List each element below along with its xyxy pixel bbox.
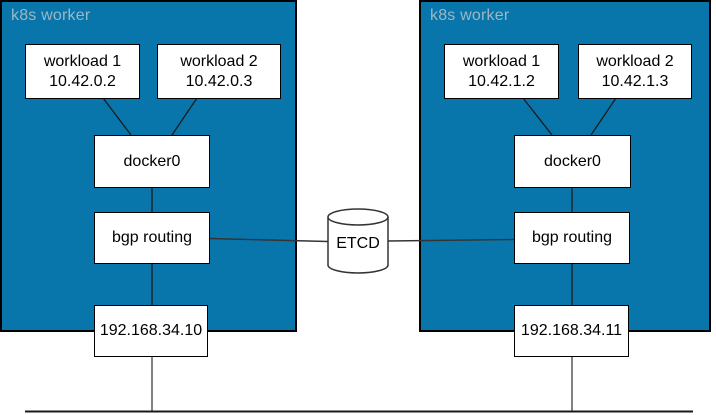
edge-workload1-docker0-right [522, 97, 553, 136]
workload2-name-right: workload 2 [596, 52, 674, 70]
bgp-routing-left: bgp routing [94, 212, 210, 264]
workload2-name-left: workload 2 [180, 52, 258, 70]
edge-workload2-docker0-right [590, 97, 617, 136]
workload2-ip-right: 10.42.1.3 [601, 72, 669, 90]
docker0-bridge-left: docker0 [94, 135, 210, 188]
workload1-name-left: workload 1 [43, 52, 122, 70]
bgp-routing-right: bgp routing [514, 212, 630, 264]
etcd-database-icon: ETCD [327, 208, 389, 274]
host-ip-right: 192.168.34.11 [514, 305, 629, 357]
workload1-node-right: workload 1 10.42.1.2 [444, 44, 559, 99]
worker-label-left: k8s worker [11, 7, 91, 24]
host-ip-label-left: 192.168.34.10 [99, 322, 203, 339]
workload2-node-left: workload 2 10.42.0.3 [157, 44, 281, 99]
workload2-node-right: workload 2 10.42.1.3 [578, 44, 692, 99]
bgp-label-left: bgp routing [111, 229, 193, 246]
edge-workload2-docker0-left [171, 97, 198, 136]
host-ip-left: 192.168.34.10 [94, 305, 208, 357]
edge-bgp-etcd-left [209, 237, 329, 243]
workload1-ip-left: 10.42.0.2 [49, 72, 116, 90]
host-ip-label-right: 192.168.34.11 [520, 322, 623, 339]
workload1-node-left: workload 1 10.42.0.2 [25, 44, 140, 99]
edge-workload1-docker0-left [102, 97, 132, 136]
worker-label-right: k8s worker [430, 7, 510, 24]
docker0-bridge-right: docker0 [514, 135, 631, 188]
docker0-label-left: docker0 [123, 152, 181, 170]
edge-etcd-bgp-right [387, 238, 515, 242]
workload2-ip-left: 10.42.0.3 [185, 72, 253, 90]
etcd-label: ETCD [336, 235, 380, 252]
workload1-name-right: workload 1 [462, 52, 541, 70]
bgp-label-right: bgp routing [531, 229, 613, 246]
workload1-ip-right: 10.42.1.2 [468, 72, 535, 90]
docker0-label-right: docker0 [544, 152, 601, 170]
